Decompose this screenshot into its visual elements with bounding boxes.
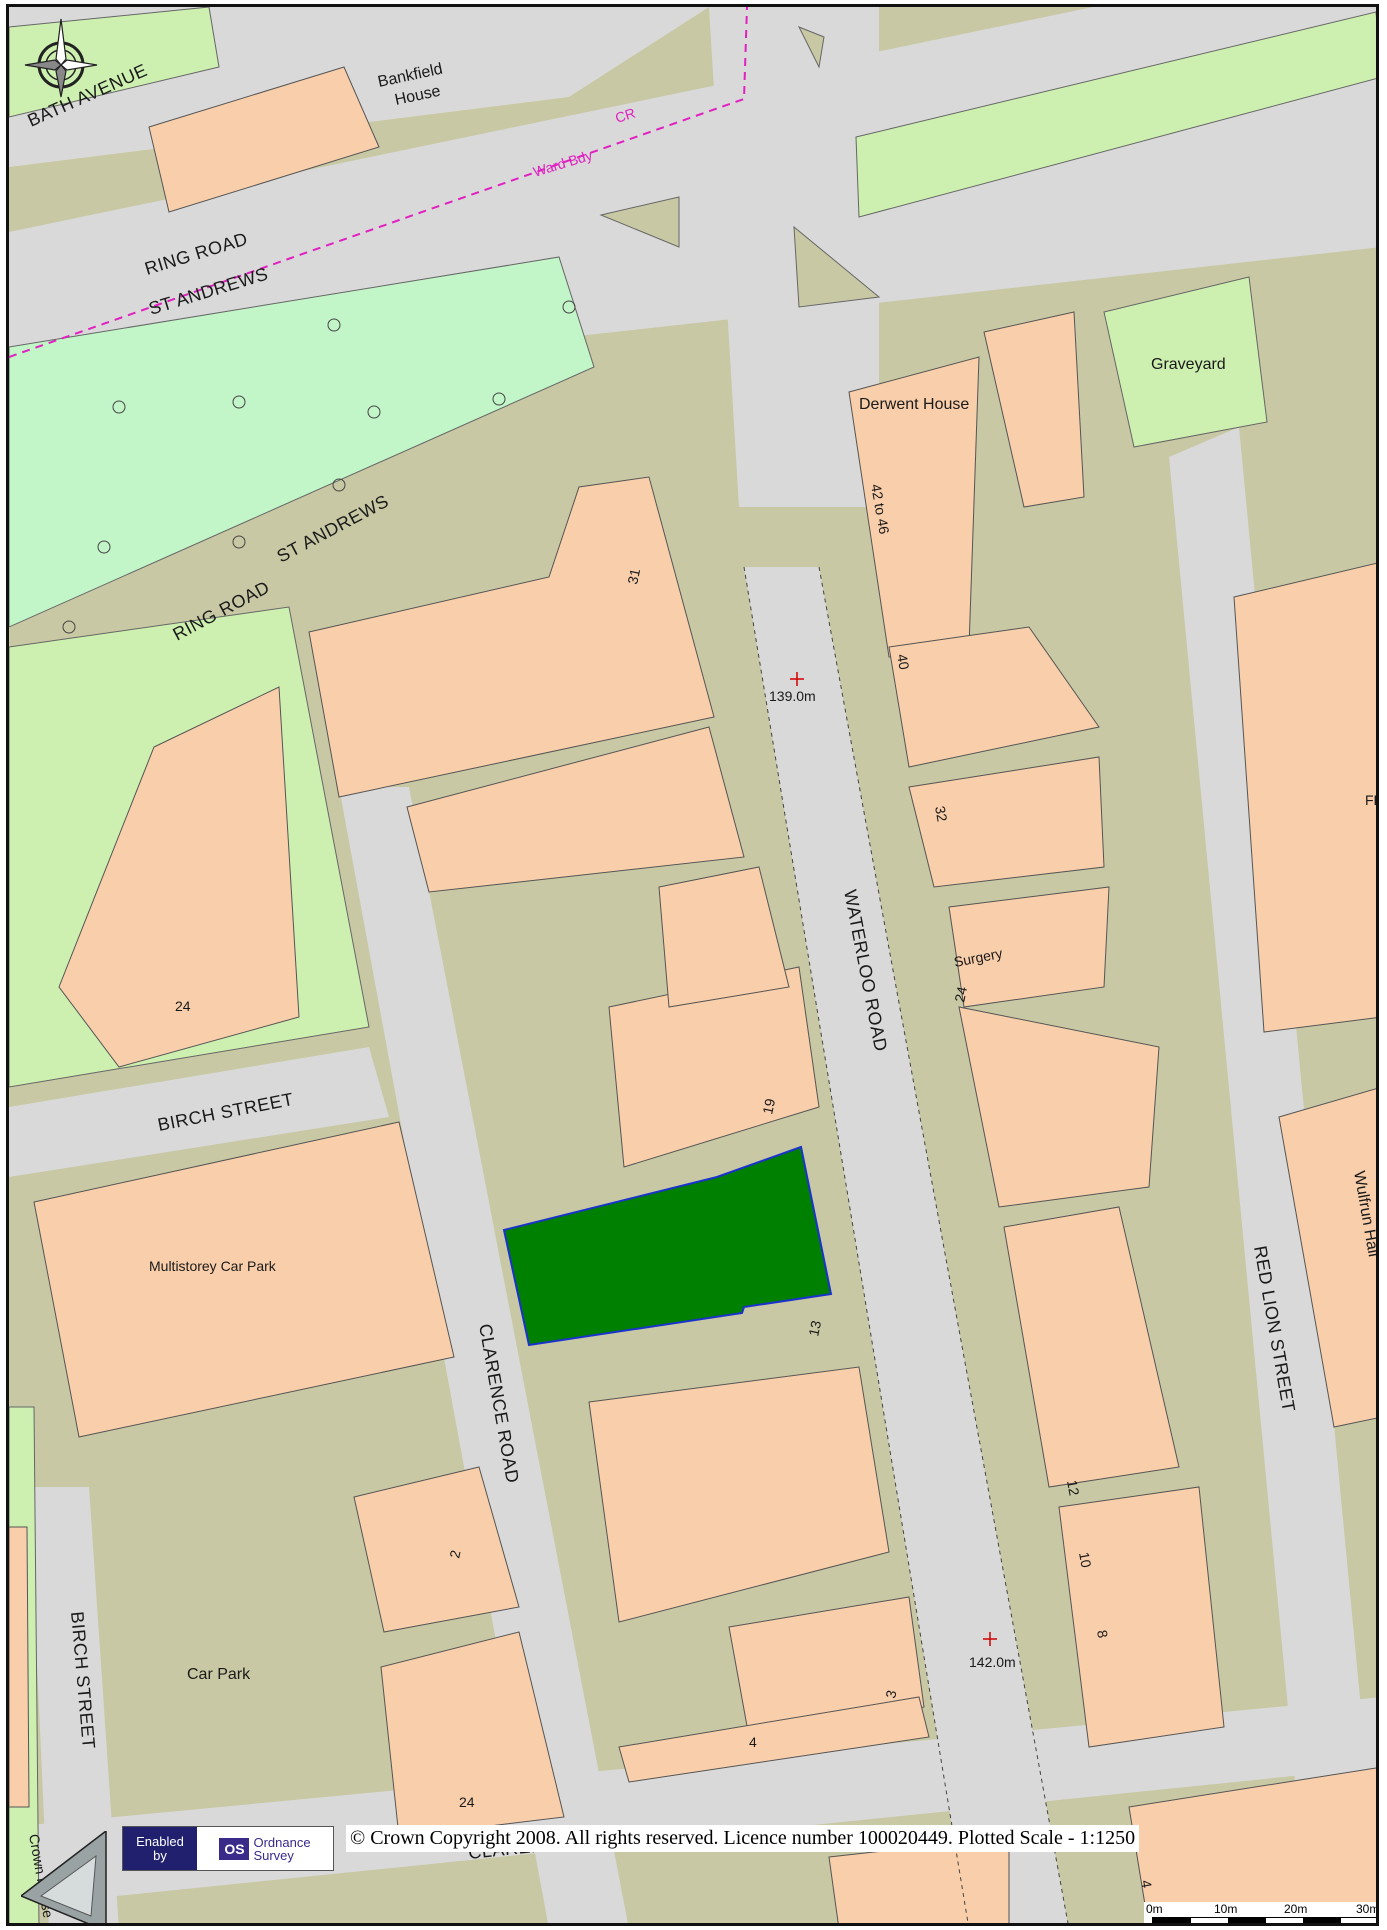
label-number-4-se: 4 — [1138, 1879, 1155, 1890]
scale-tick-30: 30m — [1356, 1902, 1379, 1916]
label-number-40: 40 — [894, 653, 912, 671]
label-multistorey-car-park: Multistorey Car Park — [149, 1258, 277, 1274]
label-number-24-east: 24 — [951, 985, 970, 1004]
spot-height-markers — [790, 672, 997, 1646]
os-logo-box: OS Ordnance Survey — [197, 1827, 333, 1870]
building-east-row-40 — [888, 626, 1100, 768]
tree-symbols — [62, 300, 576, 634]
road-birch-street — [9, 1047, 389, 1177]
label-fe: FE — [1365, 792, 1379, 808]
label-number-4: 4 — [749, 1734, 757, 1750]
building-east-row-12 — [1003, 1206, 1180, 1488]
building-31 — [308, 476, 715, 798]
label-graveyard: Graveyard — [1151, 356, 1226, 373]
label-number-32: 32 — [932, 805, 950, 823]
site-highlight[interactable] — [502, 1145, 833, 1347]
label-number-8: 8 — [1094, 1629, 1111, 1640]
scale-labels: 0m 10m 20m 30m — [1144, 1902, 1379, 1916]
label-spot-height-1: 139.0m — [769, 688, 816, 704]
building-24-west — [58, 686, 300, 1068]
road-clarence — [339, 787, 628, 1923]
north-arrow-icon — [21, 1831, 107, 1923]
building-east-row-surgery — [948, 886, 1110, 1008]
kerb-waterloo-west — [743, 566, 969, 1923]
building-bankfield-house — [148, 66, 380, 213]
compass-rose-icon — [24, 18, 98, 98]
label-number-12: 12 — [1064, 1479, 1082, 1497]
label-number-3: 3 — [882, 1688, 899, 1699]
copyright-notice: © Crown Copyright 2008. All rights reser… — [346, 1825, 1140, 1852]
building-south-left — [9, 1526, 30, 1808]
label-spot-height-2: 142.0m — [969, 1654, 1016, 1670]
os-line-2: Survey — [253, 1847, 294, 1863]
scale-segments — [1152, 1917, 1376, 1923]
building-mid-row — [658, 866, 790, 1008]
building-derwent-east — [983, 311, 1085, 508]
scale-tick-20: 20m — [1284, 1902, 1308, 1916]
building-far-east-1 — [1233, 562, 1376, 1033]
ward-boundary-line — [9, 7, 748, 358]
label-number-13: 13 — [805, 1319, 824, 1338]
label-number-19: 19 — [759, 1097, 778, 1116]
building-multistorey-car-park — [33, 1121, 455, 1438]
label-derwent-house: Derwent House — [859, 396, 969, 413]
enabled-text: Enabled — [136, 1833, 184, 1849]
traffic-island-2 — [793, 225, 881, 308]
park-ring-road — [9, 256, 595, 628]
road-waterloo-north — [709, 7, 879, 507]
enabled-by-box: Enabled by — [123, 1827, 197, 1870]
ordnance-survey-badge: Enabled by OS Ordnance Survey — [122, 1826, 334, 1871]
scale-tick-0: 0m — [1146, 1902, 1163, 1916]
building-24-south — [380, 1631, 565, 1838]
building-east-row-1 — [588, 1366, 890, 1623]
traffic-island-3 — [797, 26, 825, 69]
building-31b — [406, 726, 745, 893]
os-logo-icon: OS — [219, 1837, 250, 1860]
map-canvas[interactable]: RING ROAD ST ANDREWS RING ROAD ST ANDREW… — [9, 7, 1379, 1926]
road-waterloo — [744, 567, 1068, 1923]
building-4 — [618, 1696, 930, 1783]
building-east-row-24 — [958, 1006, 1160, 1208]
map-frame[interactable]: RING ROAD ST ANDREWS RING ROAD ST ANDREW… — [6, 4, 1379, 1926]
label-number-31: 31 — [624, 567, 643, 586]
by-text: by — [153, 1847, 167, 1863]
os-wordmark: Ordnance Survey — [253, 1836, 310, 1862]
label-cr: CR — [613, 105, 637, 126]
building-far-south-east — [1128, 1767, 1376, 1923]
label-number-24-west: 24 — [175, 998, 191, 1014]
road-birch-street-south — [29, 1487, 119, 1923]
building-3 — [728, 1596, 925, 1738]
road-red-lion — [1169, 427, 1376, 1923]
traffic-island-1 — [599, 196, 680, 248]
building-2 — [353, 1466, 520, 1633]
building-wulfrun-hall — [1278, 1088, 1376, 1428]
kerb-waterloo-east — [818, 566, 1069, 1923]
label-number-10: 10 — [1076, 1551, 1094, 1569]
scale-bar: 0m 10m 20m 30m — [1144, 1902, 1379, 1923]
os-line-1: Ordnance — [253, 1834, 311, 1850]
label-number-24-south: 24 — [459, 1794, 475, 1810]
building-east-row-32 — [908, 756, 1105, 888]
building-east-row-8 — [1058, 1486, 1225, 1748]
green-top-band — [855, 11, 1376, 218]
label-number-2: 2 — [446, 1548, 463, 1559]
label-car-park: Car Park — [187, 1666, 251, 1683]
scale-tick-10: 10m — [1214, 1902, 1238, 1916]
road-south — [9, 1697, 1376, 1907]
graveyard-area — [1103, 276, 1268, 448]
